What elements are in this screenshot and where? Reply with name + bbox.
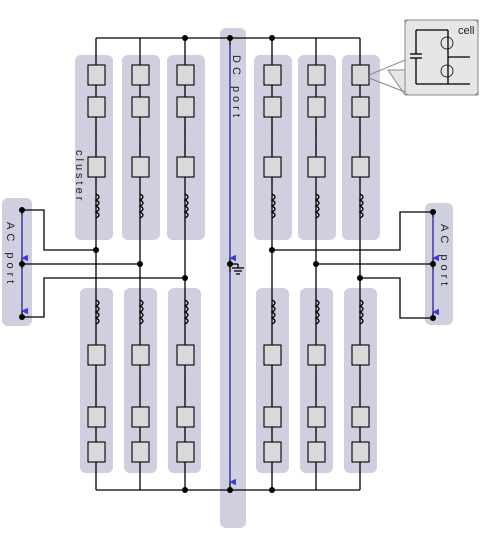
lower-cells-col-1 xyxy=(87,299,106,463)
igbt-transistor-icon xyxy=(416,29,470,85)
upper-cells-col-1 xyxy=(87,64,106,219)
dc-port-panel xyxy=(220,28,246,528)
lower-arm-cells xyxy=(87,299,370,463)
cell-label: cell xyxy=(458,25,475,37)
cluster-label: cluster xyxy=(73,150,85,203)
upper-cells-col-5 xyxy=(307,64,326,219)
ac-port-left-label: AC port xyxy=(4,222,16,287)
capacitor-icon xyxy=(410,30,422,84)
lower-cells-col-6 xyxy=(351,299,370,463)
lower-cells-col-5 xyxy=(307,299,326,463)
ground-symbol-icon xyxy=(232,267,244,275)
upper-cells-col-6 xyxy=(351,64,370,219)
lower-cells-col-2 xyxy=(131,299,150,463)
lower-cells-col-3 xyxy=(176,299,195,463)
ac-port-left-panel xyxy=(2,198,32,326)
ac-port-right-label: AC port xyxy=(438,224,450,289)
lower-cells-col-4 xyxy=(263,299,282,463)
dc-port-label: DC port xyxy=(230,55,242,121)
upper-cells-col-2 xyxy=(131,64,150,219)
ac-port-right-panel xyxy=(425,203,453,325)
upper-cells-col-4 xyxy=(263,64,282,219)
junction-nodes xyxy=(19,35,436,493)
cell-inset: cell xyxy=(368,19,479,96)
upper-cells-col-3 xyxy=(176,64,195,219)
upper-arm-cells xyxy=(87,64,370,219)
